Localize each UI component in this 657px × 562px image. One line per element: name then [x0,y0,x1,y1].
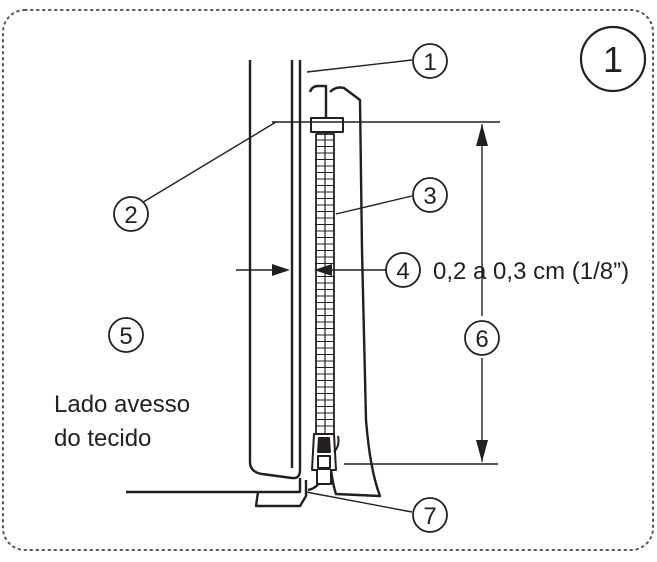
callout-6: 6 [464,320,500,356]
zipper-top-stop [310,117,344,133]
measurement-guides [272,121,500,465]
svg-text:7: 7 [423,503,436,530]
arrowhead-left-4 [272,264,290,276]
svg-text:3: 3 [423,183,436,210]
fabric-bottom-edge [126,478,302,494]
step-number: 1 [603,39,623,80]
arrowhead-top-6 [476,124,488,146]
fabric-fold-outer [248,60,302,480]
step-badge: 1 [579,25,647,93]
fabric-side-label-line2: do tecido [54,425,151,452]
leader-lines [139,59,413,513]
callout-1: 1 [412,43,448,79]
svg-text:4: 4 [396,258,409,285]
arrowhead-right-4 [314,264,332,276]
zipper-tape-left [307,84,328,492]
arrowhead-bottom-6 [476,440,488,462]
measurement-label: 0,2 a 0,3 cm (1/8”) [433,258,629,285]
zipper [307,84,382,498]
zipper-teeth-rungs [316,139,334,427]
svg-text:5: 5 [119,323,132,350]
fabric-side-label-line1: Lado avesso [54,391,190,418]
callout-5: 5 [108,317,144,353]
callout-2: 2 [113,196,149,232]
svg-text:2: 2 [124,202,137,229]
fabric-outline [126,60,308,508]
svg-text:1: 1 [423,49,436,76]
fabric-lower-flap [254,480,308,508]
zipper-tape-right [328,86,382,498]
callout-3: 3 [412,177,448,213]
dotted-frame [2,9,654,551]
callout-4: 4 [385,252,421,288]
zipper-slider [311,433,340,485]
svg-text:6: 6 [475,326,488,353]
callout-7: 7 [412,497,448,533]
